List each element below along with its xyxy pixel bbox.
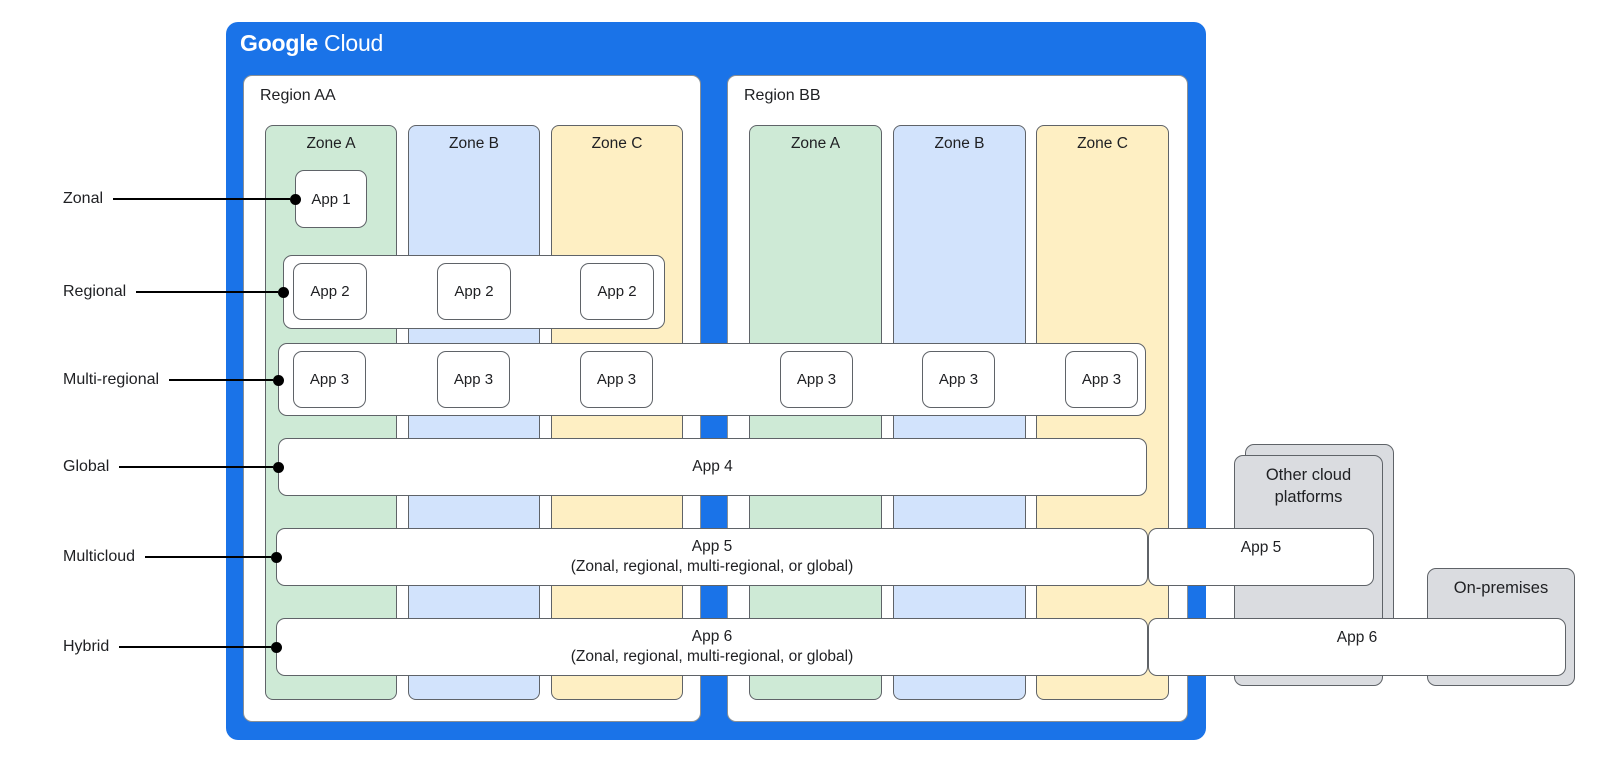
leader-dot [273,461,284,473]
leader-line [113,198,290,200]
app5-bar: App 5 (Zonal, regional, multi-regional, … [276,528,1148,586]
archetype-label-global: Global [63,456,284,478]
app2-box: App 2 [580,263,654,320]
archetype-label-hybrid: Hybrid [63,636,282,658]
app3-box: App 3 [437,351,510,408]
app5-external-label: App 5 [1240,539,1282,556]
app6-label: App 6 [691,628,733,645]
leader-dot [271,551,282,563]
app3-box: App 3 [922,351,995,408]
archetype-label-multi-regional: Multi-regional [63,369,284,391]
zone-label: Zone B [449,135,499,152]
label-text: Multi-regional [63,371,160,388]
zone-label: Zone B [934,135,985,152]
leader-line [145,556,271,558]
zone-label: Zone C [591,135,643,152]
archetype-label-multicloud: Multicloud [63,546,282,568]
app6-external-label: App 6 [1336,629,1378,646]
label-text: Multicloud [63,548,136,565]
leader-line [136,291,278,293]
archetype-label-zonal: Zonal [63,188,301,210]
app6-sublabel: (Zonal, regional, multi-regional, or glo… [570,648,854,665]
label-text: Regional [63,283,127,300]
leader-line [119,646,271,648]
label-text: Global [63,458,110,475]
archetype-label-regional: Regional [63,281,289,303]
label-text: Hybrid [63,638,110,655]
cloud-wordmark-light: Cloud [324,30,384,56]
app5-sublabel: (Zonal, regional, multi-regional, or glo… [570,558,854,575]
app2-box: App 2 [293,263,367,320]
app3-box: App 3 [580,351,653,408]
app1-box: App 1 [295,170,367,228]
region-aa-title: Region AA [260,87,336,104]
leader-dot [290,193,301,205]
zone-label: Zone A [790,135,841,152]
leader-line [119,466,273,468]
app5-external-box: App 5 [1148,528,1374,586]
zone-label: Zone C [1077,135,1128,152]
leader-line [169,379,273,381]
app5-label: App 5 [691,538,733,555]
label-text: Zonal [63,190,104,207]
app2-box: App 2 [437,263,511,320]
app3-box: App 3 [1065,351,1138,408]
leader-dot [273,374,284,386]
app6-bar: App 6 (Zonal, regional, multi-regional, … [276,618,1148,676]
app3-box: App 3 [780,351,853,408]
app3-box: App 3 [293,351,366,408]
google-wordmark-bold: Google [240,30,319,56]
region-bb-title: Region BB [744,87,821,104]
leader-dot [271,641,282,653]
multi-regional-row-container [278,343,1146,416]
on-premises-title: On-premises [1453,579,1549,597]
zone-label: Zone A [306,135,356,152]
leader-dot [278,286,289,298]
app6-external-box: App 6 [1148,618,1566,676]
app4-bar: App 4 [278,438,1147,496]
